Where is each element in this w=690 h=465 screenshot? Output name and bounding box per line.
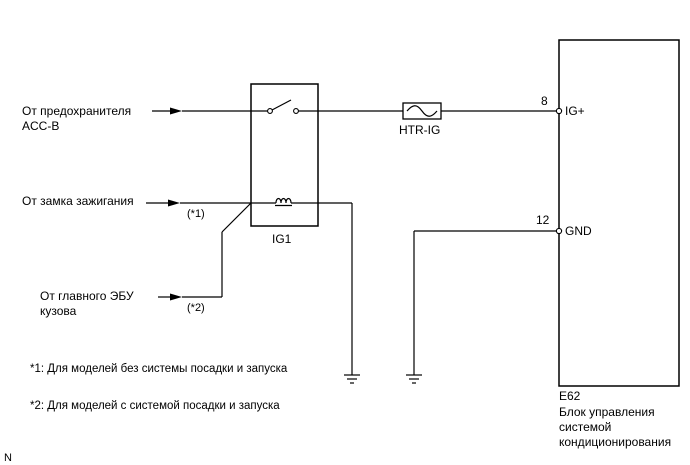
ecu-pin-ig-terminal [555,107,563,115]
source-body-ecu-line1: От главного ЭБУ [40,289,134,303]
arrow-fuse-in-icon [170,107,182,115]
wire-body-ecu-diagonal [221,202,252,233]
ecu-name-line2: системой [559,420,611,434]
ecu-pin-gnd-number: 12 [536,213,550,227]
relay-coil-icon [275,197,292,204]
switch-contact-right [293,108,299,114]
ecu-pin-ig-label: IG+ [565,104,585,118]
fuse-htr-ig-label: HTR-IG [399,123,440,137]
arrow-ignition-in-icon [168,199,180,207]
footnote-2: *2: Для моделей с системой посадки и зап… [30,400,280,412]
ecu-pin-gnd-label: GND [565,224,592,238]
mark-note-2: (*2) [187,302,205,314]
switch-blade-icon [271,99,292,111]
mark-note-1: (*1) [187,208,205,220]
relay-ig1-box [250,83,319,227]
source-fuse-acc-b-line1: От предохранителя [22,104,131,118]
fuse-element-icon [406,105,438,117]
ecu-name-line3: кондиционирования [559,435,671,449]
ecu-pin-gnd-terminal [555,227,563,235]
footnote-1: *1: Для моделей без системы посадки и за… [30,363,288,375]
source-ignition-switch: От замка зажигания [22,194,134,208]
ecu-e62-box [558,39,680,387]
source-fuse-acc-b-line2: ACC-B [22,119,59,133]
ground-1-icon [344,374,360,384]
ecu-name-line1: Блок управления [559,405,655,419]
arrow-body-ecu-in-icon [170,293,182,301]
source-body-ecu-line2: кузова [40,304,77,318]
relay-ig1-label: IG1 [272,232,292,246]
corner-mark: N [4,452,12,464]
ground-2-icon [406,374,422,384]
ecu-code: E62 [559,389,581,403]
ecu-pin-ig-number: 8 [541,94,548,108]
switch-contact-left [267,108,273,114]
